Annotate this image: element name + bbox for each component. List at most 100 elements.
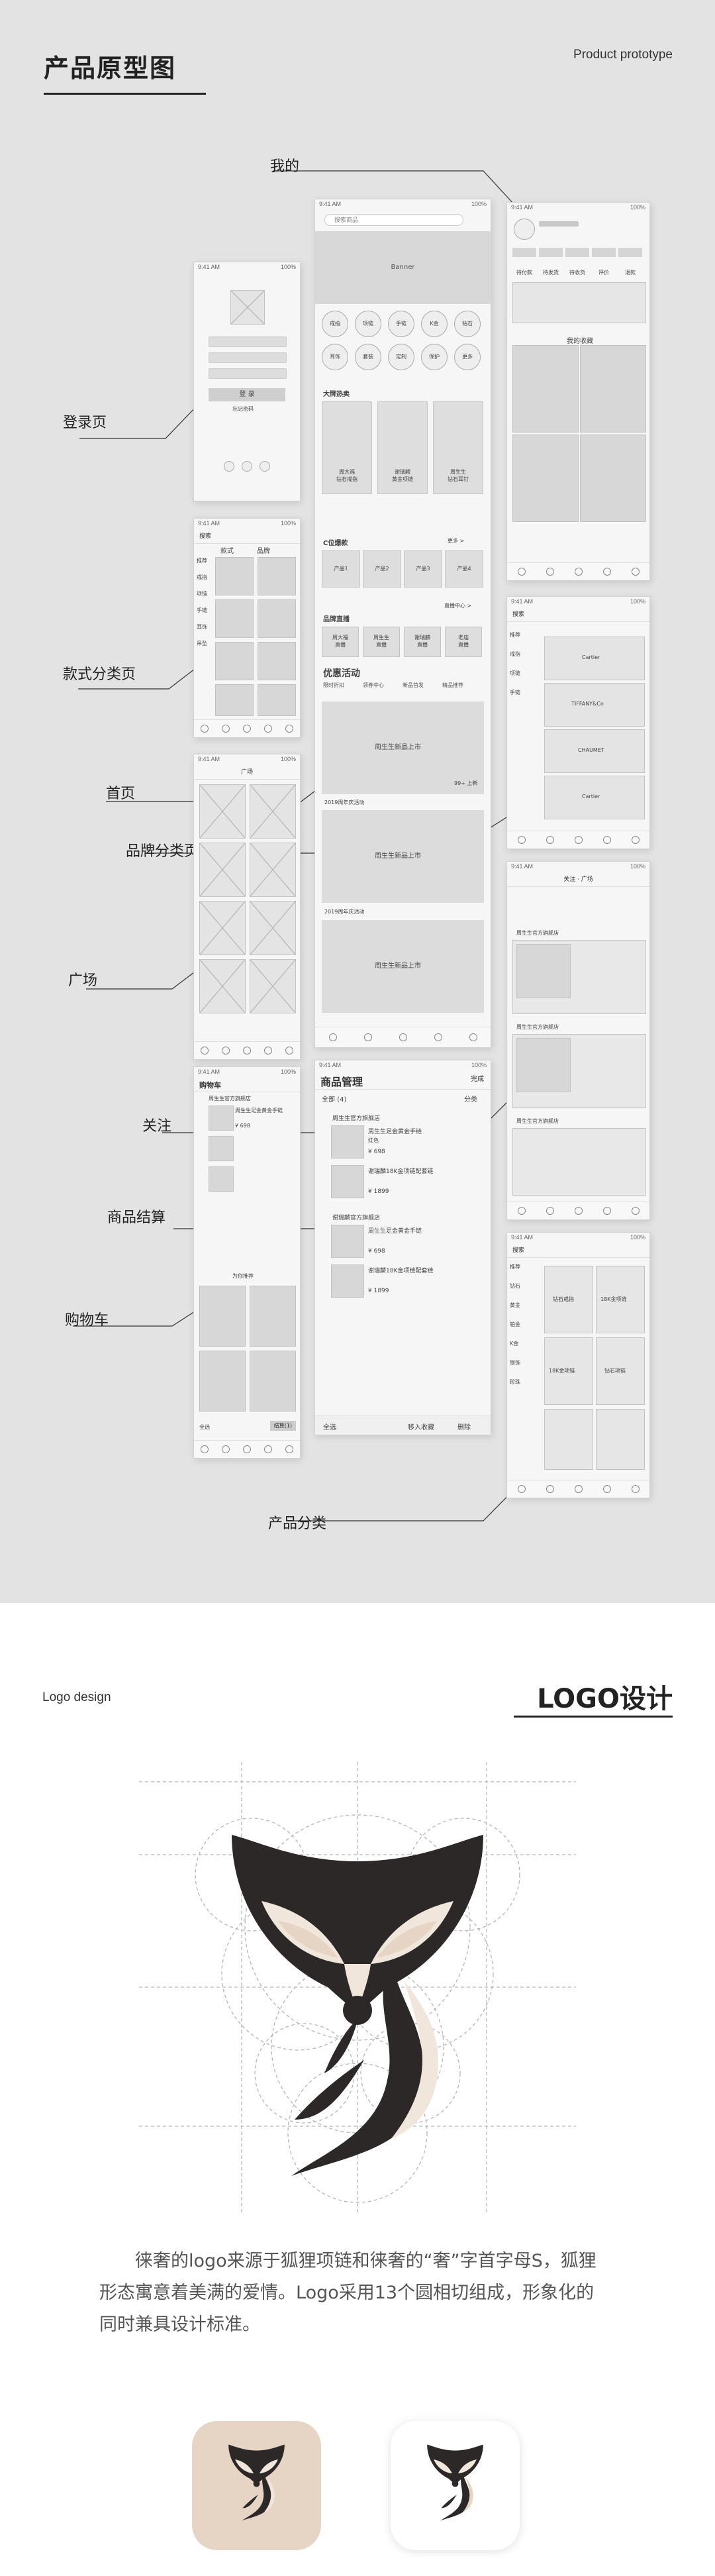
category-icon-3[interactable]: K金 [421, 311, 448, 337]
category-icon-4[interactable]: 钻石 [454, 311, 481, 337]
brand-card[interactable]: Cartier [544, 637, 645, 680]
logo-description: 徕奢的logo来源于狐狸项链和徕奢的“奢”字首字母S，狐狸 形态寓意着美满的爱情… [99, 2251, 596, 2335]
promo-meta: 2019周年庆活动 [324, 799, 365, 805]
brand-card[interactable]: CHAUMET [544, 729, 645, 773]
brand-live-more[interactable]: 直播中心 > [444, 603, 472, 609]
item-title: 谢瑞麟18K金项链配套链 [368, 1168, 434, 1175]
promo-card-3[interactable]: 周生生新品上市 [322, 920, 484, 1013]
c-brand-more[interactable]: 更多 > [448, 538, 465, 544]
login-button[interactable]: 登 录 [209, 388, 285, 401]
tab-plaza[interactable]: 广场 [581, 876, 593, 883]
fox-logo [232, 1835, 483, 2176]
delete-button[interactable]: 删除 [457, 1424, 471, 1431]
section-title: 产品原型图 [44, 54, 177, 83]
brand-live-card[interactable]: 谢瑞麟 直播 [404, 627, 441, 657]
callout-plaza: 广场 [68, 972, 98, 989]
brand-live-card[interactable]: 老庙 直播 [445, 627, 482, 657]
cart-item: 周生生足金黄金手链 [235, 1108, 283, 1113]
avatar[interactable] [514, 219, 535, 240]
category-icon-2[interactable]: 手链 [388, 311, 414, 337]
tab-follow[interactable]: 关注 [563, 876, 576, 883]
weibo-icon[interactable] [260, 461, 270, 472]
order-tab[interactable]: 待收货 [565, 248, 589, 276]
tab-style[interactable]: 款式 [220, 548, 234, 555]
fav-title: 我的收藏 [567, 338, 593, 345]
promo-card-2[interactable]: 周生生新品上市 [322, 810, 484, 903]
logo-subtitle: Logo design [42, 1690, 111, 1704]
store-title: 周生生官方旗舰店 [516, 930, 559, 936]
home-search-input[interactable]: 搜索商品 [324, 214, 463, 226]
callout-follow: 关注 [142, 1118, 172, 1135]
c-brand-card[interactable]: 产品1 [322, 550, 360, 588]
mgmt-title: 商品管理 [320, 1076, 363, 1088]
brand-live-card[interactable]: 周生生 直播 [363, 627, 400, 657]
side-item[interactable]: 推荐 [197, 558, 207, 564]
prototype-section: 产品原型图 Product prototype 我的 登录页 款式分类页 首页 … [0, 0, 715, 1603]
c-brand-card[interactable]: 产品3 [404, 550, 442, 588]
search-input[interactable]: 搜索 [199, 533, 212, 540]
order-tab[interactable]: 待付款 [512, 248, 536, 276]
callout-product-category: 产品分类 [268, 1516, 327, 1532]
move-fav-button[interactable]: 移入收藏 [408, 1424, 434, 1431]
category-icon-5[interactable]: 耳饰 [322, 344, 348, 370]
tab-brand[interactable]: 品牌 [257, 548, 270, 555]
category-icons: 戒指项链手链 K金钻石耳饰套装定制保护更多 [322, 311, 484, 377]
select-all[interactable]: 全选 [199, 1424, 210, 1430]
c-brand-title: C位爆款 [323, 540, 348, 547]
brand-card[interactable]: TIFFANY&Co [544, 683, 645, 727]
order-tab[interactable]: 评价 [592, 248, 616, 276]
filter-button[interactable]: 分类 [464, 1096, 477, 1104]
side-item[interactable]: 项链 [197, 591, 207, 597]
cart-title: 购物车 [199, 1081, 221, 1090]
store-title: 谢瑞麟官方旗舰店 [332, 1215, 381, 1221]
search-input[interactable]: 搜索 [512, 611, 525, 618]
callout-mine: 我的 [270, 158, 300, 175]
side-item[interactable]: 手链 [197, 607, 207, 613]
big-brand-card[interactable]: 谢瑞麟 黄金项链 [377, 401, 428, 494]
wechat-icon[interactable] [224, 461, 234, 472]
section-subtitle: Product prototype [573, 48, 673, 62]
promo-tab[interactable]: 限时折扣 [323, 682, 344, 688]
big-brand-card[interactable]: 周生生 钻石耳钉 [433, 401, 483, 494]
brand-card[interactable]: Cartier [544, 776, 645, 819]
callout-home: 首页 [106, 786, 136, 802]
title-underline [44, 93, 206, 95]
category-icon-1[interactable]: 项链 [355, 311, 381, 337]
c-brand-card[interactable]: 产品4 [445, 550, 483, 588]
logo-construction [139, 1762, 576, 2212]
category-icon-6[interactable]: 套装 [355, 344, 381, 370]
callout-login: 登录页 [63, 415, 107, 431]
logo-placeholder [230, 290, 265, 325]
side-item[interactable]: 吊坠 [197, 641, 207, 646]
promo-tab[interactable]: 新品首发 [403, 682, 424, 688]
tab-plaza[interactable]: 广场 [240, 769, 253, 776]
brand-live-card[interactable]: 周大福 直播 [322, 627, 359, 657]
home-banner[interactable]: Banner [315, 231, 491, 304]
search-input[interactable]: 搜索 [512, 1247, 525, 1254]
big-brand-card[interactable]: 周大福 钻石戒指 [322, 401, 372, 494]
done-button[interactable]: 完成 [471, 1076, 484, 1083]
recommend-title: 为你推荐 [232, 1273, 254, 1279]
brand-live-title: 品牌直播 [323, 616, 350, 623]
order-tab[interactable]: 退款 [618, 248, 642, 276]
forgot-password-link[interactable]: 忘记密码 [232, 406, 254, 412]
settle-button[interactable]: 结算(1) [269, 1421, 296, 1431]
category-icon-7[interactable]: 定制 [388, 344, 414, 370]
order-tab[interactable]: 待发货 [539, 248, 563, 276]
select-all[interactable]: 全选 [323, 1424, 336, 1431]
category-icon-8[interactable]: 保护 [421, 344, 448, 370]
category-icon-0[interactable]: 戒指 [322, 311, 348, 337]
category-icon-9[interactable]: 更多 [454, 344, 481, 370]
qq-icon[interactable] [242, 461, 252, 472]
side-item[interactable]: 戒指 [197, 574, 207, 580]
promo-tab[interactable]: 精品推荐 [442, 682, 463, 688]
count-label: 全部 (4) [322, 1096, 347, 1104]
promo-tab[interactable]: 领券中心 [363, 682, 384, 688]
c-brand-card[interactable]: 产品2 [363, 550, 401, 588]
side-item[interactable]: 耳饰 [197, 624, 207, 630]
